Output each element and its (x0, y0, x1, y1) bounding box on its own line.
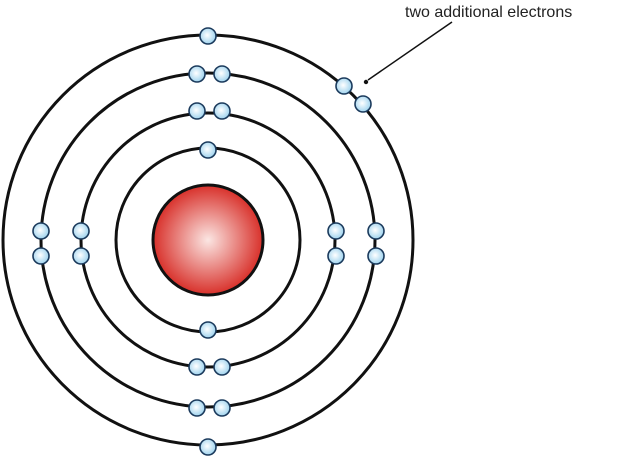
shell-2-electrons (72, 102, 345, 376)
electron (199, 438, 217, 456)
electron (188, 399, 206, 417)
electron (354, 95, 372, 113)
electron (213, 358, 231, 376)
annotation-pointer-dot (363, 79, 369, 85)
electron (199, 321, 217, 339)
electron (72, 222, 90, 240)
electron (32, 222, 50, 240)
electron (199, 27, 217, 45)
additional-electrons (335, 77, 372, 113)
shell-3-orbit (39, 71, 377, 409)
electron (32, 247, 50, 265)
nucleus (151, 183, 265, 297)
electron (327, 222, 345, 240)
electron (367, 247, 385, 265)
electron (188, 65, 206, 83)
shell-1-electrons (199, 141, 217, 339)
electron (188, 358, 206, 376)
electron (335, 77, 353, 95)
annotation-label: two additional electrons (405, 4, 573, 21)
electron (188, 102, 206, 120)
electron (327, 247, 345, 265)
shell-3-electrons (32, 65, 385, 417)
electron (367, 222, 385, 240)
electron (72, 247, 90, 265)
shell-2-orbit (79, 111, 337, 369)
electron (213, 102, 231, 120)
electron (213, 65, 231, 83)
electron (213, 399, 231, 417)
shell-4-electrons (199, 27, 217, 456)
annotation-leader-line (367, 21, 453, 81)
electron (199, 141, 217, 159)
